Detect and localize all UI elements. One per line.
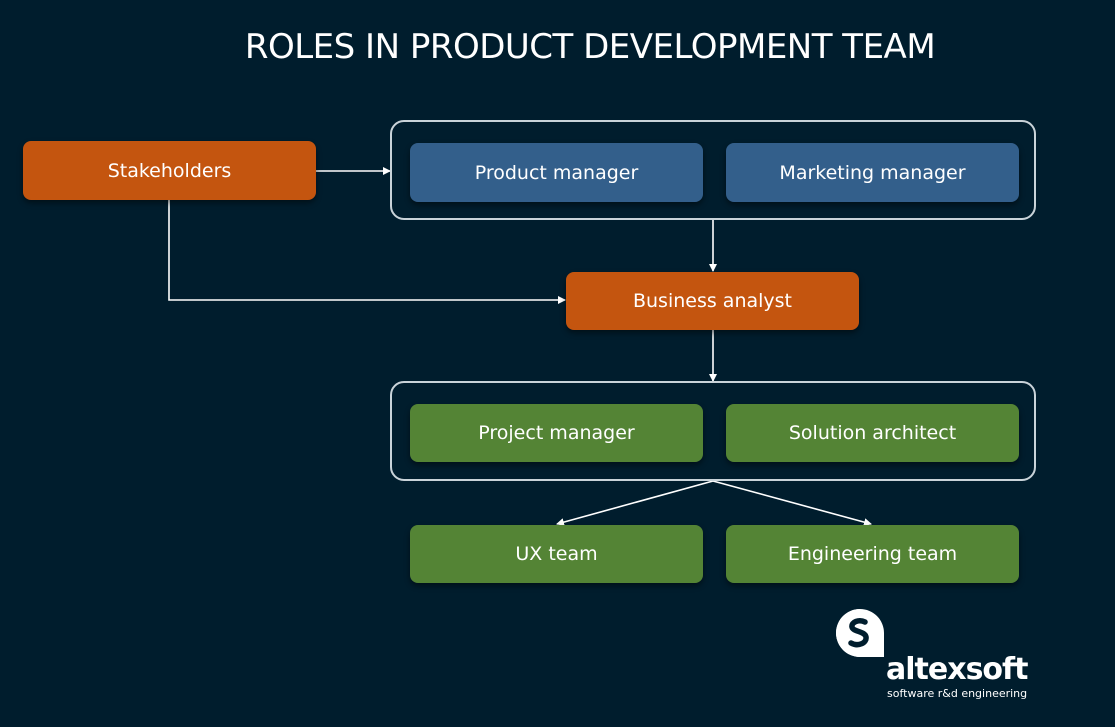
altexsoft-logo: altexsoft software r&d engineering	[834, 607, 1034, 707]
node-business-analyst: Business analyst	[566, 272, 859, 330]
node-solution-architect: Solution architect	[726, 404, 1019, 462]
node-product-manager: Product manager	[410, 143, 703, 202]
node-engineering-team: Engineering team	[726, 525, 1019, 583]
altexsoft-logo-icon	[836, 609, 884, 657]
diagram-title: ROLES IN PRODUCT DEVELOPMENT TEAM	[244, 27, 936, 67]
node-project-manager: Project manager	[410, 404, 703, 462]
delivery-group	[390, 381, 1036, 481]
edge-delivery-group-to-engineering-team	[712, 480, 872, 527]
node-ux-team: UX team	[410, 525, 703, 583]
logo-name: altexsoft	[886, 652, 1028, 687]
node-marketing-manager: Marketing manager	[726, 143, 1019, 202]
logo-tagline: software r&d engineering	[887, 687, 1028, 700]
edge-delivery-group-to-ux-team	[556, 480, 714, 526]
edge-stakeholders-to-business-analyst	[168, 200, 566, 304]
management-group	[390, 120, 1036, 220]
node-stakeholders: Stakeholders	[23, 141, 316, 200]
